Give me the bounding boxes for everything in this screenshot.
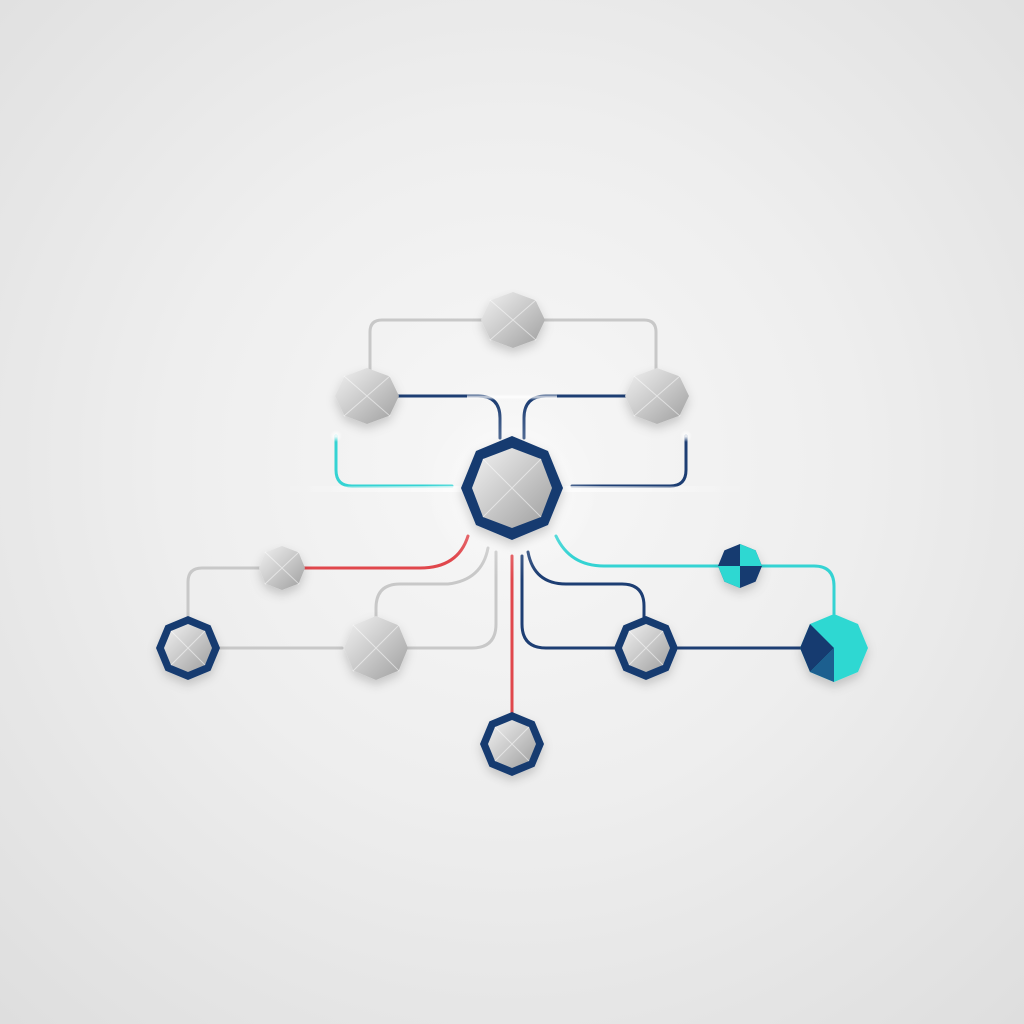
bottom-node[interactable] — [480, 712, 544, 776]
far-right-node-dark-facet — [810, 648, 834, 682]
hub-node[interactable] — [461, 436, 563, 540]
connector-small-right-to-far-right — [760, 564, 836, 616]
mid-left-small-node[interactable] — [259, 546, 305, 590]
node-layer — [156, 292, 868, 776]
lower-right-node-facets — [628, 630, 664, 666]
vertical-light-flare — [467, 394, 557, 400]
upper-left-node[interactable] — [335, 368, 399, 424]
bottom-node-facets — [494, 726, 530, 762]
connector-hub-to-lower-right-second — [520, 554, 616, 650]
lower-left-node[interactable] — [344, 616, 408, 680]
lower-right-node[interactable] — [614, 616, 678, 680]
lower-left-node-facets — [352, 624, 400, 672]
connector-layer — [186, 318, 836, 716]
far-right-node[interactable] — [800, 614, 868, 682]
far-right-node-navy-facet-lower — [800, 648, 834, 672]
far-left-node[interactable] — [156, 616, 220, 680]
right-terminal-glow — [680, 430, 692, 442]
upper-left-node-facets — [343, 375, 391, 417]
connector-hub-to-left-terminal — [334, 434, 454, 488]
small-right-node[interactable] — [718, 544, 762, 588]
terminal-layer — [330, 430, 692, 442]
mid-left-small-node-facets — [264, 551, 300, 585]
left-terminal-glow — [330, 430, 342, 442]
small-right-node-teal-facet — [740, 544, 762, 566]
far-left-node-facets — [170, 630, 206, 666]
connector-hub-to-lower-left-second — [406, 550, 498, 650]
top-node[interactable] — [481, 292, 545, 348]
connector-mid-left-small-to-far-left — [186, 566, 262, 618]
connector-top-to-upper-right — [542, 318, 658, 374]
upper-right-node-facets — [633, 375, 681, 417]
upper-right-node[interactable] — [625, 368, 689, 424]
small-right-node-teal-facet-lower — [718, 566, 740, 588]
connector-top-to-upper-left — [368, 318, 484, 374]
hub-node-facets — [482, 458, 542, 518]
top-node-facets — [489, 299, 537, 341]
far-right-node-navy-facet — [800, 624, 834, 648]
connector-hub-to-right-terminal — [570, 434, 688, 488]
